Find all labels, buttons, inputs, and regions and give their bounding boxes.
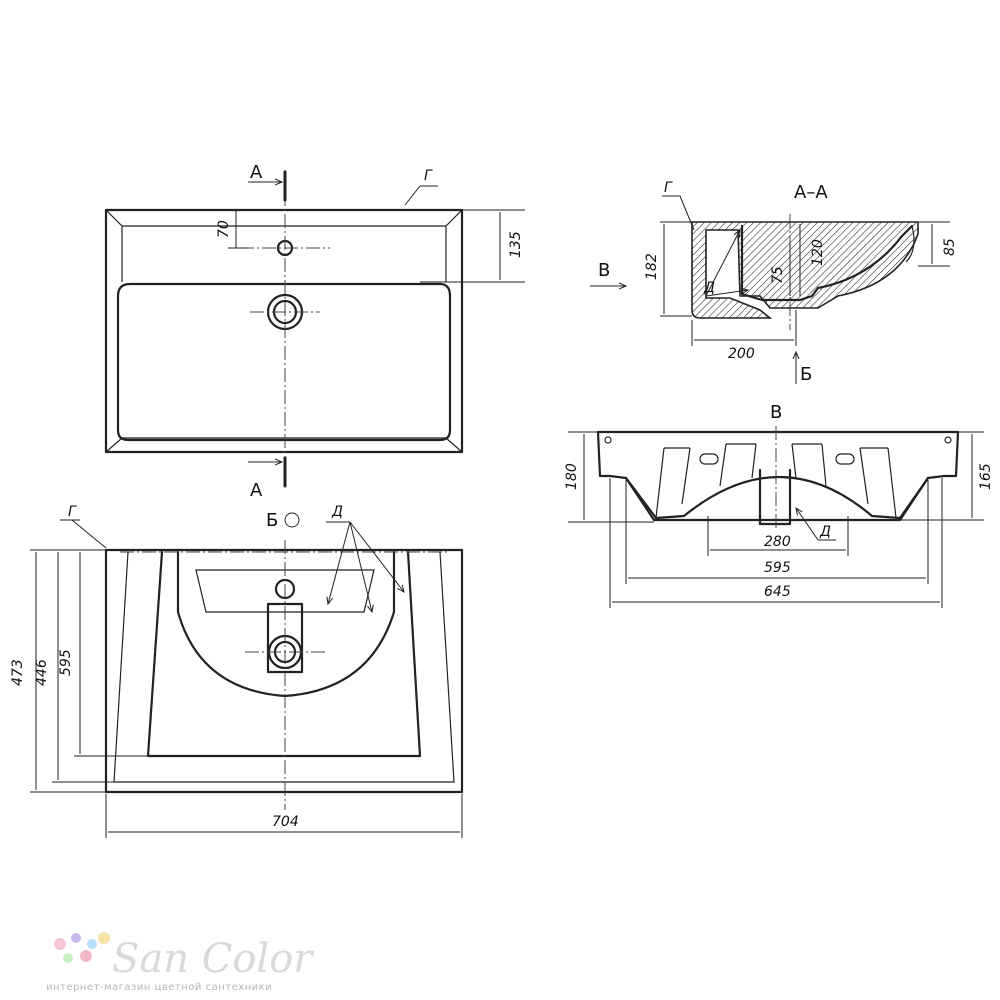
section-mark-a-top: А	[250, 162, 263, 183]
section-view: А–А 182 85 120 75 200 Г Д В Б	[590, 180, 958, 385]
logo-dot	[71, 933, 81, 943]
dim-side-left: 180	[564, 463, 580, 490]
dim-hole-offset: 70	[216, 220, 232, 238]
view-arrow-v: В	[598, 260, 610, 281]
pointer-label-d-side: Д	[819, 524, 831, 540]
logo-dot	[80, 950, 92, 962]
dim-h3: 595	[58, 649, 74, 676]
dim-h2: 446	[34, 659, 50, 686]
dim-h1: 473	[10, 659, 26, 686]
logo-dot	[63, 953, 73, 963]
pointer-label-d-front: Д	[331, 504, 343, 520]
side-view-title: В	[770, 402, 782, 423]
front-view: Б Г Д 473 446 595 704	[10, 504, 464, 838]
view-mark-b: Б	[266, 510, 278, 531]
brand-logo: San Color интернет-магазин цветной санте…	[46, 932, 315, 993]
dim-section-right: 85	[942, 238, 958, 256]
logo-dot	[54, 938, 66, 950]
edge-label-g-top: Г	[424, 168, 433, 184]
dim-section-height: 182	[644, 253, 660, 280]
dim-section-mid: 120	[810, 239, 826, 266]
dim-section-inner: 75	[770, 266, 786, 284]
side-view: В 180 165 280 595 645 Д	[564, 402, 994, 608]
dim-top-depth: 135	[508, 231, 524, 258]
section-title: А–А	[794, 182, 828, 203]
dim-side-right: 165	[978, 463, 994, 490]
logo-dot	[98, 932, 110, 944]
logo-brand: San Color	[112, 936, 315, 982]
edge-label-g-section: Г	[664, 180, 673, 196]
dim-section-base: 200	[728, 346, 755, 362]
pointer-label-d-section: Д	[703, 280, 715, 296]
dim-side-595: 595	[764, 560, 791, 576]
dim-side-645: 645	[764, 584, 791, 600]
logo-dots	[54, 932, 110, 963]
edge-label-g-front: Г	[68, 504, 77, 520]
top-view: А А Г 70 135	[104, 162, 525, 501]
dim-width: 704	[272, 814, 299, 830]
dim-side-280: 280	[764, 534, 791, 550]
view-arrow-b: Б	[800, 364, 812, 385]
section-mark-a-bottom: А	[250, 480, 263, 501]
logo-dot	[87, 939, 97, 949]
logo-tagline: интернет-магазин цветной сантехники	[46, 982, 272, 993]
